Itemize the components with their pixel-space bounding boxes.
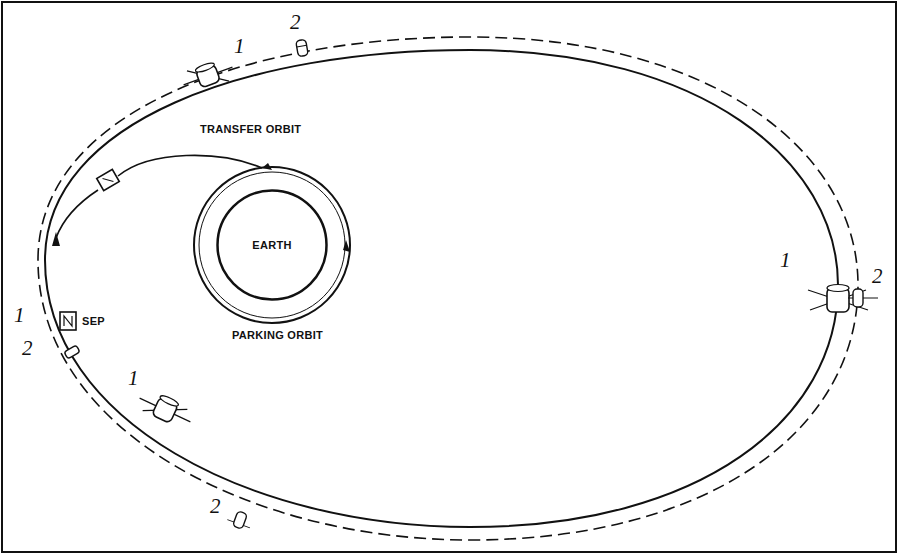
orbit-label: PARKING ORBIT <box>232 330 323 341</box>
callout-number: 2 <box>22 338 33 359</box>
callout-number: 1 <box>128 368 139 389</box>
callout-number: 2 <box>872 266 883 287</box>
callout-number: 1 <box>14 305 25 326</box>
stage-label: SEP <box>82 316 105 327</box>
earth-circle: EARTH <box>216 189 328 301</box>
callout-number: 1 <box>234 36 245 57</box>
orbit-label: TRANSFER ORBIT <box>200 124 301 135</box>
node-text: EARTH <box>252 239 291 251</box>
callout-number: 2 <box>210 496 221 517</box>
callout-number: 1 <box>780 250 791 271</box>
callout-number: 2 <box>290 12 301 33</box>
